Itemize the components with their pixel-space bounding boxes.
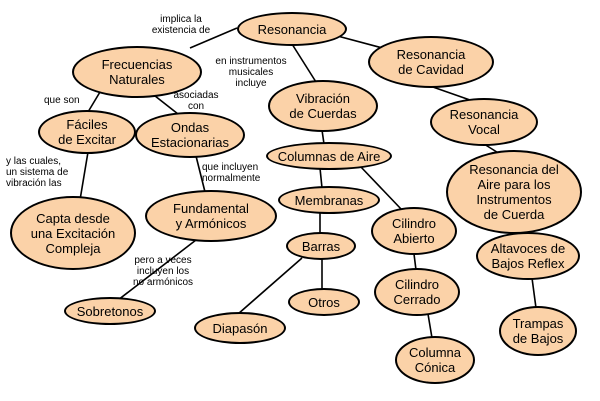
connector-line-10 [319,167,323,189]
node-fundamental-y-armonicos[interactable]: Fundamental y Armónicos [145,190,277,242]
connector-line-11 [359,165,403,211]
link-label-instrumentos-musicales: en instrumentos musicales incluye [215,56,287,89]
connector-line-16 [413,253,417,271]
link-label-pero-a-veces: pero a veces incluyen los no armónicos [132,255,194,288]
connector-line-19 [531,277,537,309]
node-capta-excitacion-compleja[interactable]: Capta desde una Excitación Compleja [10,196,136,270]
connector-line-0 [189,27,238,49]
connector-line-14 [237,257,303,315]
node-ondas-estacionarias[interactable]: Ondas Estacionarias [135,112,245,158]
connector-line-17 [427,313,433,339]
node-resonancia-aire-instrumentos[interactable]: Resonancia del Aire para los Instrumento… [446,150,582,234]
node-otros[interactable]: Otros [288,288,360,316]
connector-line-12 [117,239,197,301]
link-label-asociadas-con: asociadas con [173,90,219,112]
node-faciles-de-excitar[interactable]: Fáciles de Excitar [38,110,136,154]
node-barras[interactable]: Barras [286,232,356,260]
node-altavoces-bajos-reflex[interactable]: Altavoces de Bajos Reflex [476,232,580,280]
node-resonancia-vocal[interactable]: Resonancia Vocal [430,98,538,146]
node-trampas-de-bajos[interactable]: Trampas de Bajos [499,306,577,356]
node-frecuencias-naturales[interactable]: Frecuencias Naturales [72,46,202,98]
node-resonancia[interactable]: Resonancia [237,12,347,46]
node-columna-conica[interactable]: Columna Cónica [395,336,475,384]
connector-line-2 [291,43,317,83]
link-label-implica-la-existencia: implica la existencia de [151,14,211,36]
connector-lines [79,27,537,339]
connector-line-9 [195,155,206,193]
node-cilindro-abierto[interactable]: Cilindro Abierto [371,207,457,255]
connector-line-8 [79,151,89,201]
link-label-las-cuales-vibracion: y las cuales, un sistema de vibración la… [6,156,69,189]
node-columnas-de-aire[interactable]: Columnas de Aire [266,142,392,170]
node-diapason[interactable]: Diapasón [194,312,286,344]
node-resonancia-de-cavidad[interactable]: Resonancia de Cavidad [368,36,494,88]
node-sobretonos[interactable]: Sobretonos [64,297,156,325]
node-vibracion-de-cuerdas[interactable]: Vibración de Cuerdas [268,80,378,132]
connector-line-3 [87,91,101,113]
link-label-que-incluyen: que incluyen normalmente [202,162,261,184]
node-membranas[interactable]: Membranas [278,186,380,214]
node-cilindro-cerrado[interactable]: Cilindro Cerrado [374,268,460,316]
link-label-que-son: que son [44,95,80,106]
connector-line-5 [429,85,471,101]
